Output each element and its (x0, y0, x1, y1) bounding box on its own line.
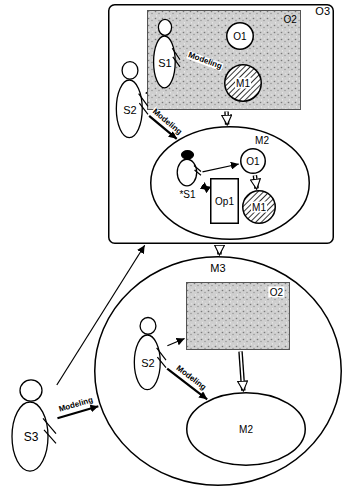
double-arrow-line (241, 351, 244, 390)
edge-label: Modeling (151, 107, 185, 137)
model-circle: M1 (242, 190, 276, 224)
edge-label: Modeling (174, 364, 208, 393)
node-label: O3 (314, 5, 331, 17)
object-circle: O1 (226, 22, 254, 50)
subject-figure-outline (6, 378, 56, 474)
node-label: S3 (23, 431, 40, 444)
double-arrow-line (217, 246, 222, 255)
arrow (57, 245, 145, 385)
double-arrow (241, 351, 244, 390)
model-circle: M1 (224, 64, 262, 102)
arrow (202, 185, 209, 190)
object-circle: O1 (240, 148, 266, 174)
node-label: Op1 (214, 196, 235, 207)
node-label: O1 (245, 156, 260, 167)
double-arrow-line (255, 175, 257, 188)
object-box: S1 O1M1 O2 (147, 10, 301, 110)
subject-figure: S2 (112, 60, 148, 140)
arrow-line (202, 164, 238, 172)
subject-figure-outline (112, 60, 148, 140)
node-label: O1 (232, 31, 247, 42)
edge-label: Modeling (186, 51, 224, 71)
subject-figure-outline (150, 18, 180, 90)
node-label: O2 (283, 14, 298, 25)
model-ellipse: M2 (186, 392, 306, 466)
node-label: S2 (122, 104, 137, 116)
outer-object-box: S1O1M1O2S2*S1O1Op1M1M2O3 (108, 4, 334, 244)
arrow (167, 339, 184, 346)
subject-figure-outline (130, 316, 166, 392)
double-arrow (219, 246, 220, 255)
node-label: O2 (269, 287, 284, 298)
subject-figure: S3 (6, 378, 56, 474)
model-ellipse: *S1 O1Op1M1 M2 (150, 126, 310, 240)
double-arrow-core (226, 111, 228, 124)
arrow-line (167, 339, 184, 346)
node-label: S2 (140, 357, 155, 369)
node-label: M1 (251, 202, 267, 213)
subject-figure: S1 (150, 18, 180, 90)
model-ellipse: O2S2M2 M3 (94, 256, 342, 486)
double-arrow-core (255, 175, 257, 188)
object-box: O2 (186, 282, 290, 350)
operation-box: Op1 (210, 178, 239, 224)
arrow (202, 164, 238, 172)
node-label: *S1 (178, 189, 196, 200)
node-label: S1 (157, 57, 172, 69)
edge-label: Modeling (57, 396, 95, 414)
double-arrow (226, 111, 228, 124)
subject-figure: S2 (130, 316, 166, 392)
arrow-line (57, 245, 145, 385)
double-arrow-line (224, 111, 229, 124)
node-label: M2 (238, 424, 254, 435)
agent-figure: *S1 (174, 150, 201, 200)
double-arrow-core (241, 351, 244, 390)
arrow-line (202, 185, 209, 190)
node-label: M3 (209, 261, 226, 273)
double-arrow (255, 175, 257, 188)
double-arrow-core (219, 246, 221, 255)
node-label: M2 (254, 134, 270, 145)
node-label: M1 (235, 78, 251, 89)
